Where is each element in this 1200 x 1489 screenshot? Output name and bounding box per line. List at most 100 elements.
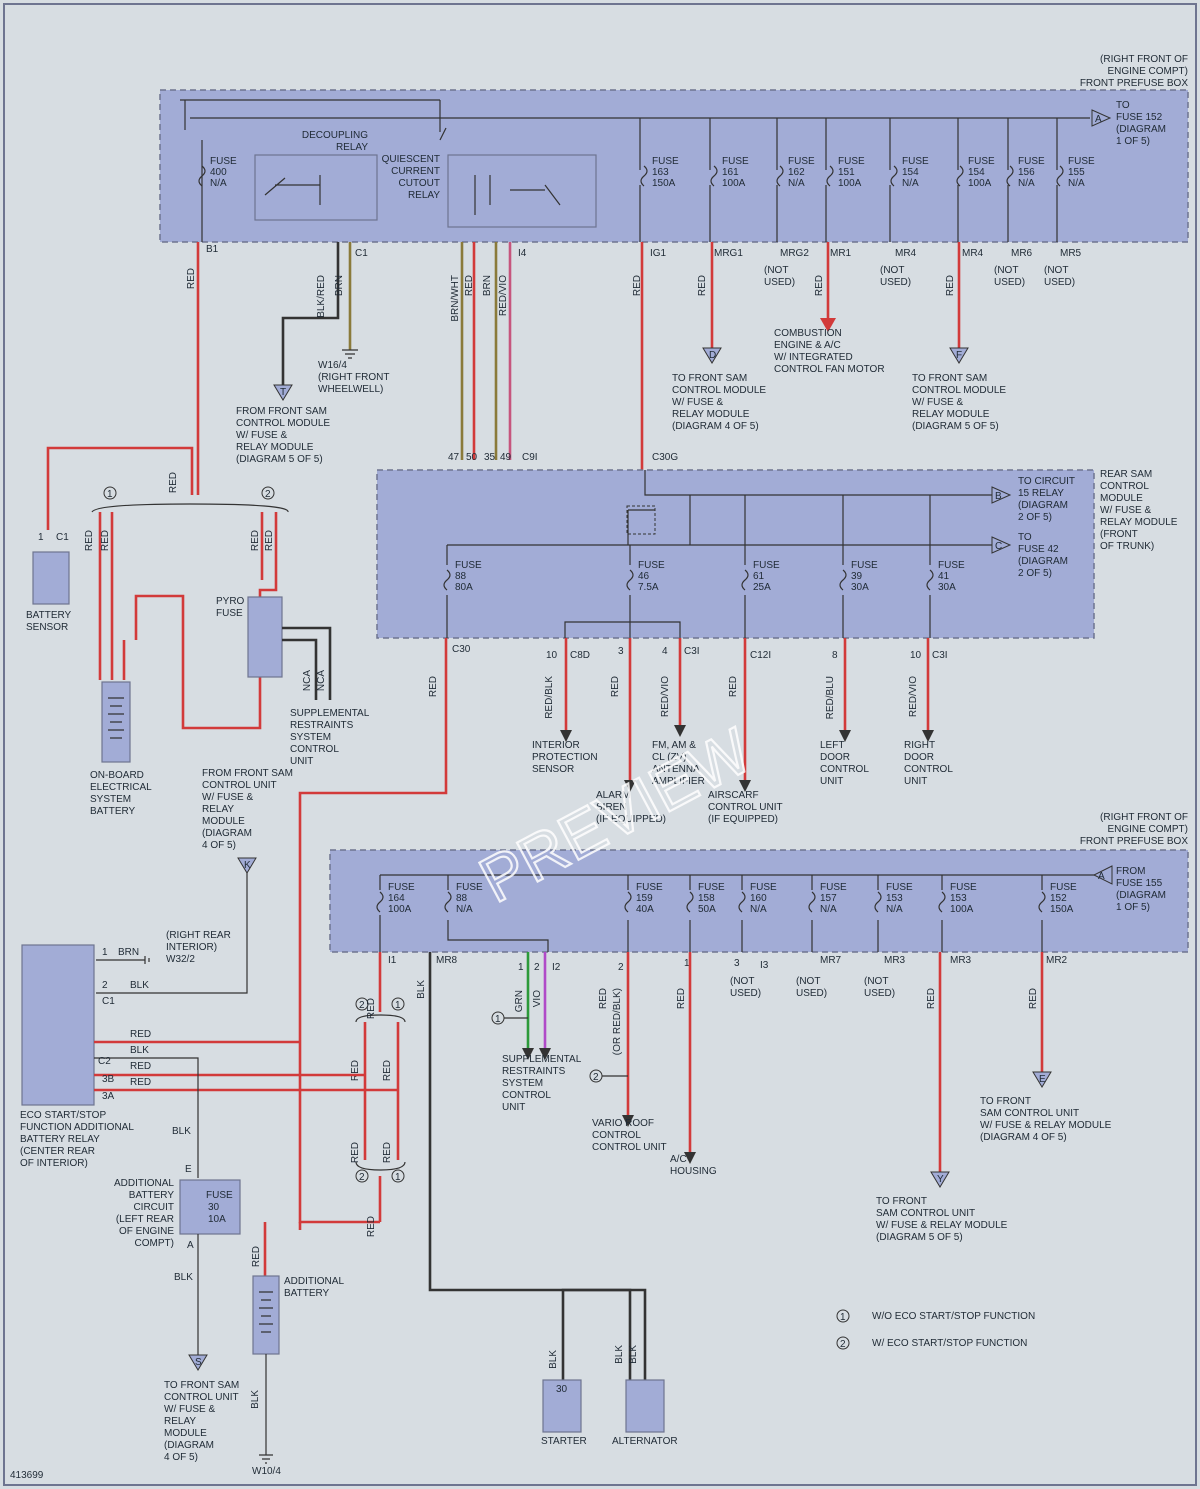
wire-blk-eco: BLK bbox=[130, 980, 149, 991]
marker-e-letter: E bbox=[1039, 1074, 1046, 1085]
wire-red-air: RED bbox=[728, 676, 739, 697]
wire-k-eco bbox=[96, 873, 248, 994]
frame bbox=[3, 3, 1197, 1486]
quiescent-relay bbox=[447, 154, 597, 228]
conn-c2: C2 bbox=[98, 1056, 111, 1067]
conn-mr8: MR8 bbox=[436, 955, 458, 966]
wire-red-eco-6: RED bbox=[366, 1216, 377, 1237]
conn-mrg1: MRG1 bbox=[714, 248, 743, 259]
eco-start-stop-relay bbox=[21, 944, 95, 1106]
battery-sensor bbox=[32, 551, 70, 605]
eco-blk-output bbox=[94, 1057, 199, 1178]
callout-2-eco-top-num: 2 bbox=[359, 1000, 365, 1011]
wire-red-batt-5: RED bbox=[168, 472, 179, 493]
wire-blkred: BLK/RED bbox=[316, 275, 327, 318]
conn-c12i: C12I bbox=[750, 650, 771, 661]
rear-fuse-3-icon bbox=[741, 569, 749, 591]
marker-y bbox=[930, 1171, 950, 1188]
wire-blk-alt-1: BLK bbox=[614, 1345, 625, 1364]
brace-battery-top bbox=[91, 503, 289, 513]
wire-red-add: RED bbox=[251, 1246, 262, 1267]
starter-alt-wires bbox=[561, 1288, 632, 1380]
top-fuse-6-icon bbox=[890, 165, 898, 187]
bottom-fuse-8-icon bbox=[938, 891, 946, 913]
callout-2-batt-num: 2 bbox=[265, 489, 271, 500]
conn-mrg2: MRG2 bbox=[780, 248, 809, 259]
conn-mr6: MR6 bbox=[1011, 248, 1033, 259]
add-fuse-num: FUSE bbox=[206, 1190, 233, 1201]
wire-brn-eco: BRN bbox=[118, 947, 139, 958]
arrow-vario bbox=[622, 1115, 634, 1127]
conn-c30: C30 bbox=[452, 644, 471, 655]
wire-red-mr3: RED bbox=[926, 988, 937, 1009]
legend-1: W/O ECO START/STOP FUNCTION bbox=[872, 1311, 1035, 1322]
marker-c-letter: C bbox=[995, 541, 1002, 552]
arrow-srs-vio bbox=[539, 1048, 551, 1060]
starter-label: STARTER bbox=[541, 1436, 587, 1447]
wire-red-eco-2: RED bbox=[350, 1060, 361, 1081]
wire-nca-1: NCA bbox=[302, 670, 313, 691]
rear-fuse-4-icon bbox=[839, 569, 847, 591]
add-fuse-rating: 10A bbox=[208, 1214, 226, 1225]
top-fuse-7-icon bbox=[956, 165, 964, 187]
conn-mr3b: MR3 bbox=[950, 955, 972, 966]
conn-mr2: MR2 bbox=[1046, 955, 1068, 966]
legend-callout-1 bbox=[836, 1309, 850, 1323]
rear-sam-relay bbox=[626, 505, 656, 535]
wire-brnwht: BRN/WHT bbox=[450, 275, 461, 322]
callout-1-eco-bottom-num: 1 bbox=[395, 1172, 401, 1183]
rear-fuse-2-icon bbox=[626, 569, 634, 591]
starter-pin-30: 30 bbox=[556, 1384, 568, 1395]
conn-ig1: IG1 bbox=[650, 248, 667, 259]
red-wire-b1 bbox=[46, 242, 200, 530]
legend-2: W/ ECO START/STOP FUNCTION bbox=[872, 1338, 1027, 1349]
wire-red-batt-3: RED bbox=[250, 530, 261, 551]
pyro-fuse bbox=[247, 596, 283, 678]
callout-2-eco-bottom-num: 2 bbox=[359, 1172, 365, 1183]
conn-i2: I2 bbox=[552, 962, 561, 973]
legend-callout-2-num: 2 bbox=[840, 1339, 846, 1350]
arrow-antenna bbox=[674, 725, 686, 737]
bottom-fuse-drops bbox=[379, 915, 1043, 952]
decoupling-relay bbox=[254, 154, 378, 221]
conn-c3i: C3I bbox=[684, 646, 700, 657]
callout-2-vario-num: 2 bbox=[593, 1072, 599, 1083]
bottom-fuse-5-icon bbox=[738, 891, 746, 913]
wire-red-4: RED bbox=[697, 275, 708, 296]
additional-battery-cells bbox=[259, 1291, 273, 1333]
decoupling-relay-switch bbox=[264, 175, 321, 205]
wire-blk-eco-a: BLK bbox=[130, 1045, 149, 1056]
arrow-ac bbox=[684, 1152, 696, 1164]
wire-redvio-3: RED/VIO bbox=[908, 676, 919, 717]
eco-red-outputs bbox=[94, 1040, 398, 1092]
marker-t bbox=[273, 384, 293, 401]
conn-3a: 3A bbox=[102, 1091, 115, 1102]
wire-brn-2: BRN bbox=[482, 275, 493, 296]
arrow-right-door bbox=[922, 730, 934, 742]
marker-a-bottom bbox=[1092, 865, 1113, 885]
